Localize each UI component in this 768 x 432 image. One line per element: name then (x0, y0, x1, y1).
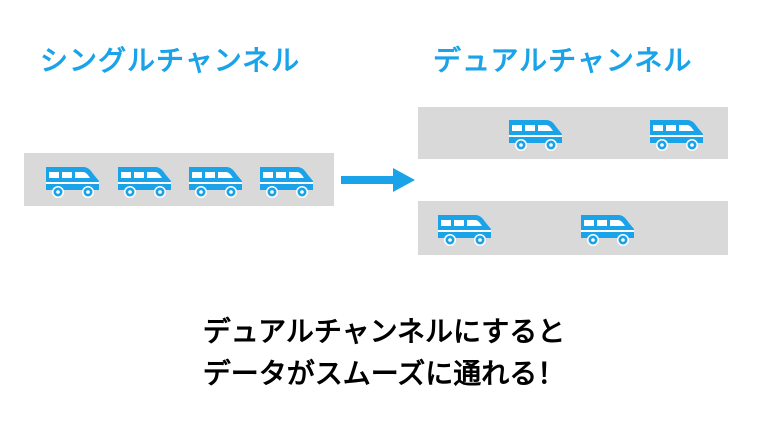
caption-line-1: デュアルチャンネルにすると (202, 315, 566, 348)
single-channel-lane (24, 153, 334, 206)
van-icon (506, 115, 566, 153)
van-icon (435, 210, 495, 248)
van-icon (43, 162, 103, 200)
dual-channel-lane-top (418, 107, 728, 159)
right-arrow-icon (341, 168, 415, 192)
van-icon (115, 162, 175, 200)
caption-line-2: データがスムーズに通れる！ (202, 357, 566, 390)
van-icon (647, 115, 707, 153)
dual-channel-lane-bottom (418, 201, 728, 255)
dual-channel-title: デュアルチャンネル (433, 44, 693, 77)
single-channel-title: シングルチャンネル (40, 44, 301, 77)
van-icon (186, 162, 246, 200)
van-icon (578, 210, 638, 248)
van-icon (257, 162, 317, 200)
